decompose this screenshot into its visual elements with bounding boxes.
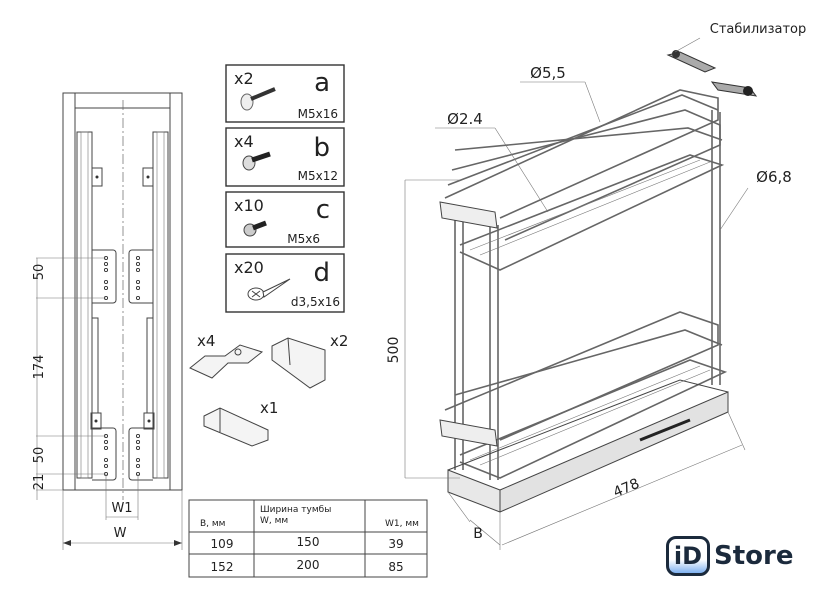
bracket-qty-x4: x4 <box>197 332 215 350</box>
svg-text:x10: x10 <box>234 196 264 215</box>
screw-icon <box>243 220 267 237</box>
stabilizer-part <box>666 50 758 97</box>
svg-text:152: 152 <box>211 560 234 574</box>
label-b: B <box>473 526 483 542</box>
part-d: x20 d d3,5x16 <box>225 253 345 313</box>
dim-w1: W1 <box>111 501 132 516</box>
dim-50-upper: 50 <box>32 264 47 281</box>
header-w: W, мм <box>260 516 288 526</box>
header-width: Ширина тумбы <box>260 505 331 515</box>
size-table: B, мм Ширина тумбы W, мм W1, мм 109 150 … <box>188 499 428 578</box>
svg-text:x2: x2 <box>234 69 254 88</box>
svg-text:x20: x20 <box>234 258 264 277</box>
svg-text:d: d <box>313 258 330 288</box>
dim-21: 21 <box>32 474 47 491</box>
svg-text:M5x12: M5x12 <box>298 169 338 183</box>
header-w1: W1, мм <box>385 519 419 529</box>
dim-174: 174 <box>32 355 47 380</box>
brackets: x4 x2 x1 <box>189 332 348 447</box>
bracket-qty-x2: x2 <box>330 332 348 350</box>
bracket-qty-x1: x1 <box>260 399 278 417</box>
label-depth-478: 478 <box>611 476 642 501</box>
label-stabilizer: Стабилизатор <box>710 22 807 37</box>
svg-text:M5x16: M5x16 <box>298 107 338 121</box>
svg-text:39: 39 <box>388 537 403 551</box>
wood-screw-icon <box>247 278 291 301</box>
logo-badge: iD <box>666 536 710 576</box>
svg-text:b: b <box>313 133 330 163</box>
svg-text:c: c <box>316 195 330 225</box>
parts-list: x2 a M5x16 x4 b M5x12 x10 c M5x6 x20 d d… <box>225 64 345 313</box>
label-dia-6-8: Ø6,8 <box>756 168 792 186</box>
part-a: x2 a M5x16 <box>225 64 345 123</box>
header-b: B, мм <box>200 519 225 529</box>
logo-word: Store <box>714 541 794 571</box>
dim-50-lower: 50 <box>32 447 47 464</box>
screw-icon <box>242 151 271 171</box>
svg-text:200: 200 <box>297 558 320 572</box>
basket-3d-view: Стабилизатор Ø5,5 Ø2.4 Ø6,8 500 478 B <box>386 22 806 550</box>
part-c: x10 c M5x6 <box>225 191 345 248</box>
part-b: x4 b M5x12 <box>225 127 345 187</box>
idstore-logo: iD Store <box>666 536 793 576</box>
dim-w: W <box>114 526 127 541</box>
svg-text:a: a <box>314 68 330 98</box>
svg-text:109: 109 <box>211 537 234 551</box>
screw-icon <box>240 87 276 111</box>
cabinet-front-view: 50 174 50 21 W1 W <box>32 92 183 550</box>
svg-text:d3,5x16: d3,5x16 <box>291 295 340 309</box>
svg-text:150: 150 <box>297 535 320 549</box>
svg-text:x4: x4 <box>234 132 254 151</box>
svg-text:85: 85 <box>388 560 403 574</box>
svg-text:M5x6: M5x6 <box>287 232 320 246</box>
label-dia-2-4: Ø2.4 <box>447 110 483 128</box>
label-dia-5-5: Ø5,5 <box>530 64 566 82</box>
label-height-500: 500 <box>386 337 402 364</box>
